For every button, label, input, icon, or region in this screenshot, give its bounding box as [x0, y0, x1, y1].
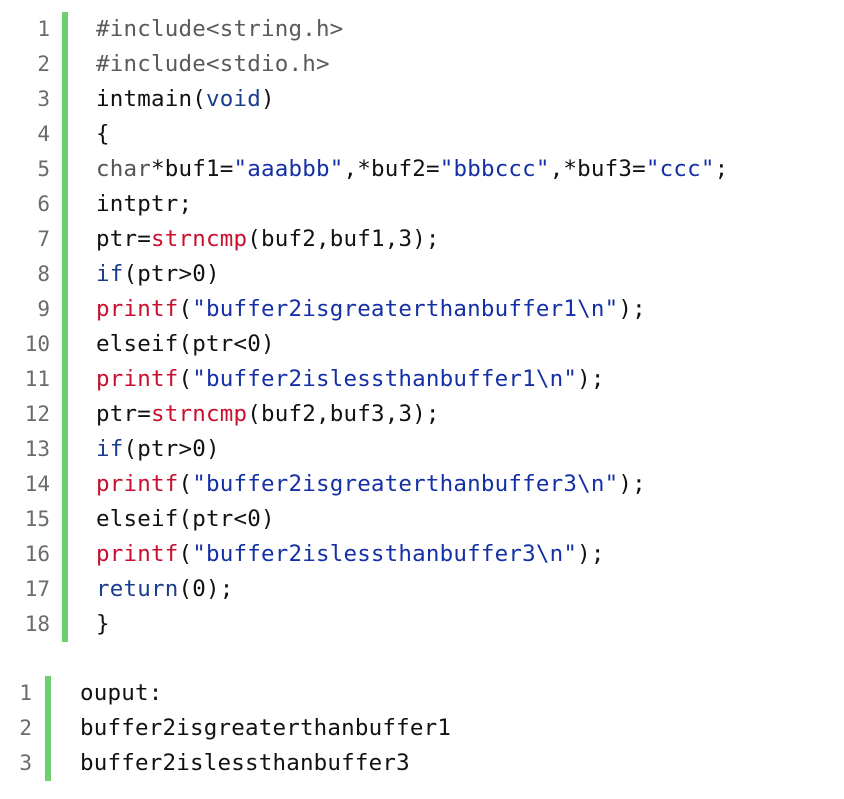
line-number: 8	[37, 262, 50, 286]
code-text: printf("buffer2isgreaterthanbuffer3\n");	[96, 467, 646, 502]
token-txt: ,*buf3=	[549, 156, 646, 182]
token-str: "ccc"	[645, 156, 715, 182]
token-txt: elseif(ptr<0)	[96, 331, 275, 357]
token-kw: if	[96, 261, 124, 287]
token-str: "bbbccc"	[439, 156, 550, 182]
code-text: buffer2isgreaterthanbuffer1	[80, 711, 451, 746]
token-txt: {	[96, 121, 110, 147]
token-str: "buffer2islessthanbuffer1\n"	[192, 366, 578, 392]
token-fn: printf	[96, 541, 179, 567]
line-number: 7	[37, 227, 50, 251]
token-txt: (buf2,buf3,3);	[247, 401, 440, 427]
token-str: "aaabbb"	[233, 156, 344, 182]
code-text: #include<stdio.h>	[96, 47, 330, 82]
token-txt: buffer2isgreaterthanbuffer1	[80, 715, 452, 741]
token-pp: #include<stdio.h>	[96, 51, 330, 77]
code-text: if(ptr>0)	[96, 432, 220, 467]
line-number: 2	[37, 52, 50, 76]
token-str: "buffer2isgreaterthanbuffer1\n"	[192, 296, 619, 322]
token-str: "buffer2isgreaterthanbuffer3\n"	[192, 471, 619, 497]
token-fn: printf	[96, 296, 179, 322]
token-kw: void	[205, 86, 261, 112]
code-text: printf("buffer2islessthanbuffer3\n");	[96, 537, 605, 572]
token-fn: strncmp	[151, 401, 248, 427]
code-text: if(ptr>0)	[96, 257, 220, 292]
token-kw: return	[96, 576, 179, 602]
token-txt: *buf1=	[151, 156, 234, 182]
token-txt: );	[618, 296, 646, 322]
code-text: buffer2islessthanbuffer3	[80, 746, 410, 781]
token-txt: (0);	[178, 576, 234, 602]
token-txt: (	[178, 471, 193, 497]
token-fn: printf	[96, 366, 179, 392]
line-number: 1	[19, 681, 32, 705]
line-number: 15	[24, 507, 50, 531]
code-text: ptr=strncmp(buf2,buf1,3);	[96, 222, 440, 257]
token-typ: char	[96, 156, 151, 182]
code-text: char*buf1="aaabbb",*buf2="bbbccc",*buf3=…	[96, 152, 728, 187]
line-number: 10	[24, 332, 50, 356]
code-text: printf("buffer2isgreaterthanbuffer1\n");	[96, 292, 646, 327]
line-number: 6	[37, 192, 50, 216]
line-number: 9	[37, 297, 50, 321]
token-txt: (ptr>0)	[123, 261, 220, 287]
code-text: intptr;	[96, 187, 192, 222]
token-txt: (buf2,buf1,3);	[247, 226, 440, 252]
code-text: printf("buffer2islessthanbuffer1\n");	[96, 362, 605, 397]
token-fn: strncmp	[151, 226, 248, 252]
token-txt: buffer2islessthanbuffer3	[80, 750, 410, 776]
line-number: 2	[19, 716, 32, 740]
token-txt: ,*buf2=	[343, 156, 440, 182]
code-text: }	[96, 607, 110, 642]
token-txt: intptr;	[96, 191, 193, 217]
code-text: {	[96, 117, 110, 152]
line-number: 11	[24, 367, 50, 391]
token-str: "buffer2islessthanbuffer3\n"	[192, 541, 578, 567]
code-text: ptr=strncmp(buf2,buf3,3);	[96, 397, 440, 432]
code-gutter-bar	[62, 12, 68, 642]
line-number: 3	[19, 751, 32, 775]
code-text: ouput:	[80, 676, 162, 711]
code-text: return(0);	[96, 572, 233, 607]
code-text: intmain(void)	[96, 82, 275, 117]
line-number: 17	[24, 577, 50, 601]
line-number: 18	[24, 612, 50, 636]
token-txt: );	[618, 471, 646, 497]
line-number: 3	[37, 87, 50, 111]
token-txt: elseif(ptr<0)	[96, 506, 275, 532]
token-txt: (	[178, 366, 193, 392]
line-number: 1	[37, 17, 50, 41]
output-gutter-bar	[45, 676, 51, 781]
token-txt: (	[178, 541, 193, 567]
line-number: 16	[24, 542, 50, 566]
line-number: 14	[24, 472, 50, 496]
token-txt: );	[577, 541, 605, 567]
code-text: elseif(ptr<0)	[96, 502, 275, 537]
token-txt: (ptr>0)	[123, 436, 220, 462]
code-text: #include<string.h>	[96, 12, 343, 47]
token-kw: if	[96, 436, 124, 462]
line-number: 4	[37, 122, 50, 146]
line-number: 12	[24, 402, 50, 426]
token-txt: )	[260, 86, 275, 112]
line-number: 5	[37, 157, 50, 181]
token-txt: ouput:	[80, 680, 163, 706]
token-pp: #include<string.h>	[96, 16, 344, 42]
token-txt: (	[178, 296, 193, 322]
token-txt: intmain(	[96, 86, 206, 112]
token-txt: ptr=	[96, 226, 151, 252]
token-txt: ptr=	[96, 401, 151, 427]
token-fn: printf	[96, 471, 179, 497]
token-txt: ;	[714, 156, 729, 182]
code-text: elseif(ptr<0)	[96, 327, 275, 362]
token-txt: );	[577, 366, 605, 392]
token-txt: }	[96, 611, 110, 637]
line-number: 13	[24, 437, 50, 461]
